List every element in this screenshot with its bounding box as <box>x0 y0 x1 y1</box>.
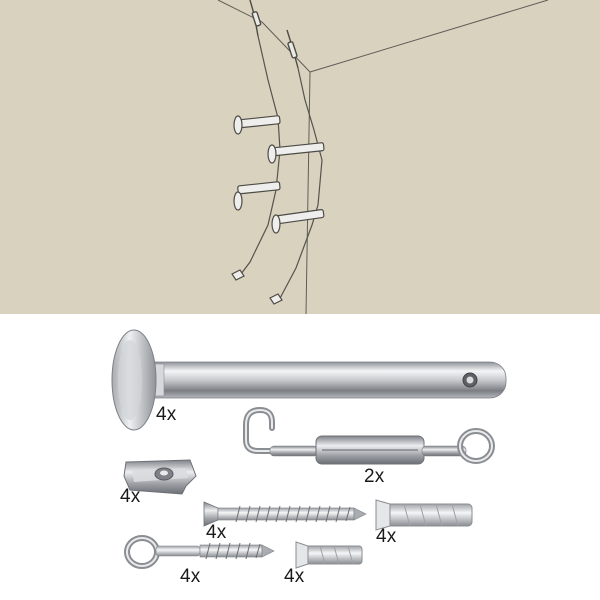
eye-screw-quantity-label: 4x <box>180 566 201 587</box>
ceiling-tensioners <box>249 0 299 69</box>
eye-screw <box>124 535 275 569</box>
wall-background <box>0 0 600 314</box>
wood-screw <box>203 501 367 527</box>
tension-cables <box>237 35 323 303</box>
wall-standoffs <box>233 115 325 234</box>
turnbuckle-quantity-label: 2x <box>364 466 385 487</box>
installation-drawing <box>0 0 600 315</box>
standoff-quantity-label: 4x <box>156 404 177 425</box>
cable-clamp <box>123 459 197 495</box>
parts-panel <box>111 329 507 569</box>
wall-anchor-large <box>375 499 473 531</box>
clamp-quantity-label: 4x <box>120 486 141 507</box>
wall-anchor-small <box>295 541 363 569</box>
turnbuckle <box>243 406 495 465</box>
standoff-rod <box>111 329 507 431</box>
floor-anchors <box>231 269 283 305</box>
screw-quantity-label: 4x <box>206 522 227 543</box>
anchor-small-quantity-label: 4x <box>284 566 305 587</box>
anchor-large-quantity-label: 4x <box>376 526 397 547</box>
